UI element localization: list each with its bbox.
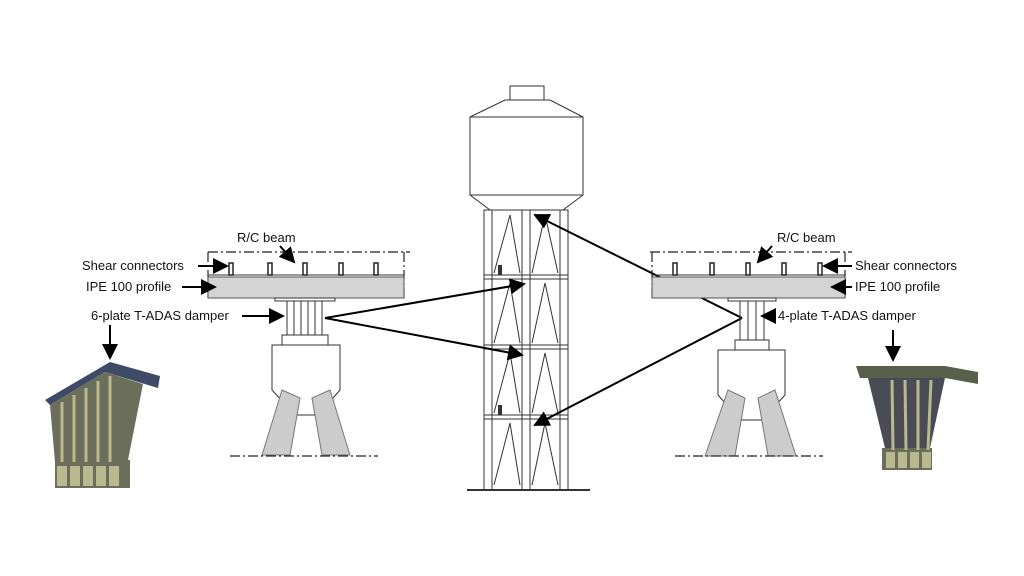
shear-connectors-label-right: Shear connectors — [855, 258, 957, 273]
six-plate-damper-3d — [45, 362, 160, 488]
four-plate-damper-3d — [856, 366, 978, 470]
damper-plates-left — [286, 301, 323, 335]
water-tower — [467, 85, 590, 491]
left-beam-assembly — [207, 251, 410, 457]
left-labels: R/C beam Shear connectors IPE 100 profil… — [82, 230, 296, 360]
shear-connectors-label-left: Shear connectors — [82, 258, 184, 273]
right-labels: R/C beam Shear connectors IPE 100 profil… — [756, 230, 957, 362]
damper-label-left: 6-plate T-ADAS damper — [91, 308, 229, 323]
ipe-profile-label-left: IPE 100 profile — [86, 279, 171, 294]
rc-beam-label-left: R/C beam — [237, 230, 296, 245]
damper-label-right: 4-plate T-ADAS damper — [778, 308, 916, 323]
ipe-profile-label-right: IPE 100 profile — [855, 279, 940, 294]
right-beam-assembly — [650, 251, 852, 457]
pointer-arrows — [324, 214, 743, 426]
rc-beam-label-right: R/C beam — [777, 230, 836, 245]
damper-plates-right — [739, 301, 765, 340]
